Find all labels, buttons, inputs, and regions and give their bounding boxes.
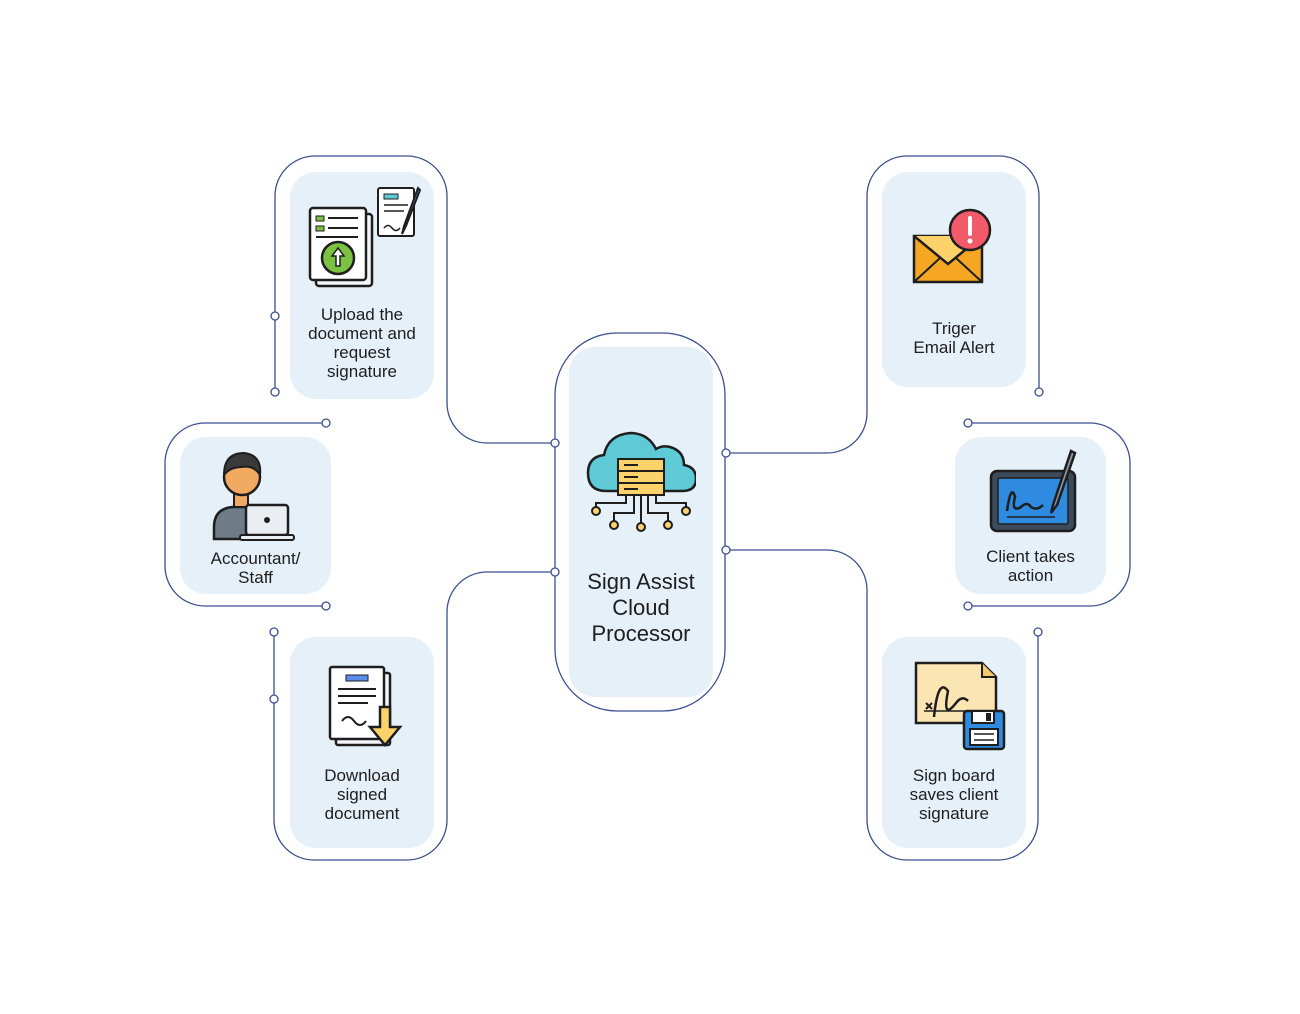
dot [550,567,560,577]
email-frame [726,155,1040,454]
connector-dots [269,311,1044,704]
signboard-card: Sign board saves client signature [882,637,1026,848]
dot [269,627,279,637]
download-card: Download signed document [290,637,434,848]
dot [721,545,731,555]
upload-label: Upload the document and request signatur… [308,305,416,381]
download-label: Download signed document [324,766,400,823]
download-frame [273,571,555,861]
email-alert-icon [912,208,992,284]
signature-tablet-icon [989,449,1077,533]
client-card: Client takes action [955,437,1106,594]
document-upload-icon [308,186,422,288]
client-label: Client takes action [986,547,1075,585]
dot [1034,387,1044,397]
signboard-label: Sign board saves client signature [909,766,999,823]
center-frame [554,332,726,712]
dot [963,601,973,611]
upload-card: Upload the document and request signatur… [290,172,434,399]
accountant-frame [164,422,326,607]
dot [550,438,560,448]
email-label: Triger Email Alert [913,319,995,357]
dot [963,418,973,428]
client-frame [968,422,1131,607]
signature-save-icon [914,661,1006,751]
signboard-frame [726,549,1039,861]
cloud-server-icon [586,431,696,532]
document-download-icon [328,665,403,747]
dot [321,418,331,428]
dot [1033,627,1043,637]
person-laptop-icon [212,451,295,541]
dot [269,694,279,704]
center-card: Sign Assist Cloud Processor [569,347,713,697]
dot [721,448,731,458]
center-label: Sign Assist Cloud Processor [587,569,695,646]
accountant-label: Accountant/ Staff [210,549,301,587]
email-card: Triger Email Alert [882,172,1026,387]
dot [270,387,280,397]
dot [270,311,280,321]
upload-frame [274,155,555,444]
dot [321,601,331,611]
accountant-card: Accountant/ Staff [180,437,331,594]
